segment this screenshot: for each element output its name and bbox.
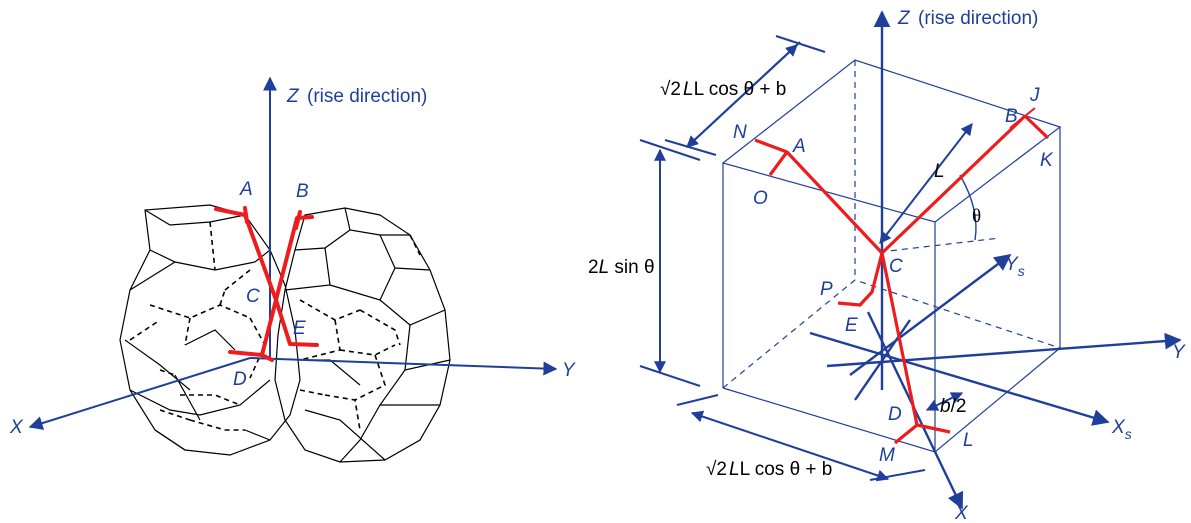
dim-strut-arrow — [879, 123, 973, 244]
dim-bottom-l: L — [729, 459, 740, 480]
right-x-label: X — [954, 503, 969, 523]
left-y-axis — [249, 357, 558, 376]
right-point-d: D — [888, 404, 902, 425]
dim-top-sqrt: √2 — [660, 79, 681, 100]
dim-bottom-rest: L cos θ + b — [740, 459, 833, 480]
right-figure: Z (rise direction) Y X Ys Xs A B C D E J… — [588, 8, 1186, 523]
right-point-e: E — [845, 315, 858, 336]
right-z-label: Z — [897, 8, 911, 29]
left-axes — [28, 76, 558, 430]
dim-bottom-sqrt: √2 — [706, 459, 727, 480]
right-point-l: L — [963, 430, 974, 451]
right-point-c: C — [889, 256, 903, 277]
left-x-label: X — [9, 417, 24, 438]
right-point-j: J — [1029, 85, 1040, 106]
right-xs-axis — [809, 331, 1110, 426]
right-y-axis — [826, 332, 1182, 368]
left-z-label: Z — [286, 86, 300, 107]
right-box — [721, 59, 1062, 453]
right-ys-sub: s — [1018, 263, 1025, 279]
right-point-a: A — [792, 136, 806, 157]
right-ys-main: Y — [1005, 254, 1019, 275]
dim-top-arrow — [686, 44, 798, 148]
right-point-b: B — [1005, 106, 1018, 127]
right-point-p: P — [820, 279, 833, 300]
dim-height-rest: sin θ — [609, 257, 654, 278]
dim-height-pre: 2 — [588, 257, 599, 278]
dim-halfb-rest: /2 — [951, 396, 967, 417]
right-point-o: O — [753, 188, 768, 209]
left-point-c: C — [246, 286, 260, 307]
dim-height-l: L — [599, 257, 610, 278]
right-point-m: M — [879, 445, 895, 466]
theta-arc — [959, 174, 977, 241]
dim-halfb-b: b — [940, 396, 951, 417]
angle-theta-text: θ — [972, 206, 981, 227]
dim-height-text: 2L sin θ — [588, 257, 655, 278]
right-z-note: (rise direction) — [918, 8, 1038, 29]
right-point-k: K — [1040, 150, 1054, 171]
left-struts — [214, 206, 319, 362]
right-xs-label: Xs — [1111, 417, 1132, 442]
left-point-e: E — [293, 318, 306, 339]
left-y-label: Y — [562, 360, 576, 381]
right-ys-axis — [849, 253, 1012, 376]
dim-bottom-arrow — [690, 410, 890, 482]
dim-top-l: L — [683, 79, 694, 100]
right-xs-main: X — [1111, 417, 1126, 438]
dim-top-rest: L cos θ + b — [694, 79, 787, 100]
right-xs-sub: s — [1125, 426, 1132, 442]
dim-halfb-text: b/2 — [940, 396, 966, 417]
left-x-axis — [28, 357, 251, 430]
right-ys-label: Ys — [1005, 254, 1025, 279]
left-point-a: A — [239, 179, 253, 200]
left-point-d: D — [233, 369, 247, 390]
dim-strut-text: L — [934, 161, 945, 182]
right-point-n: N — [733, 122, 747, 143]
left-figure: Z (rise direction) Y X A B C D E — [9, 76, 576, 463]
right-struts — [754, 107, 1050, 445]
left-point-b: B — [296, 181, 309, 202]
dim-halfb-arrow — [925, 392, 964, 411]
right-dimensions — [639, 35, 977, 482]
left-cell — [119, 204, 301, 456]
left-z-note: (rise direction) — [307, 86, 427, 107]
right-y-label: Y — [1172, 342, 1186, 363]
